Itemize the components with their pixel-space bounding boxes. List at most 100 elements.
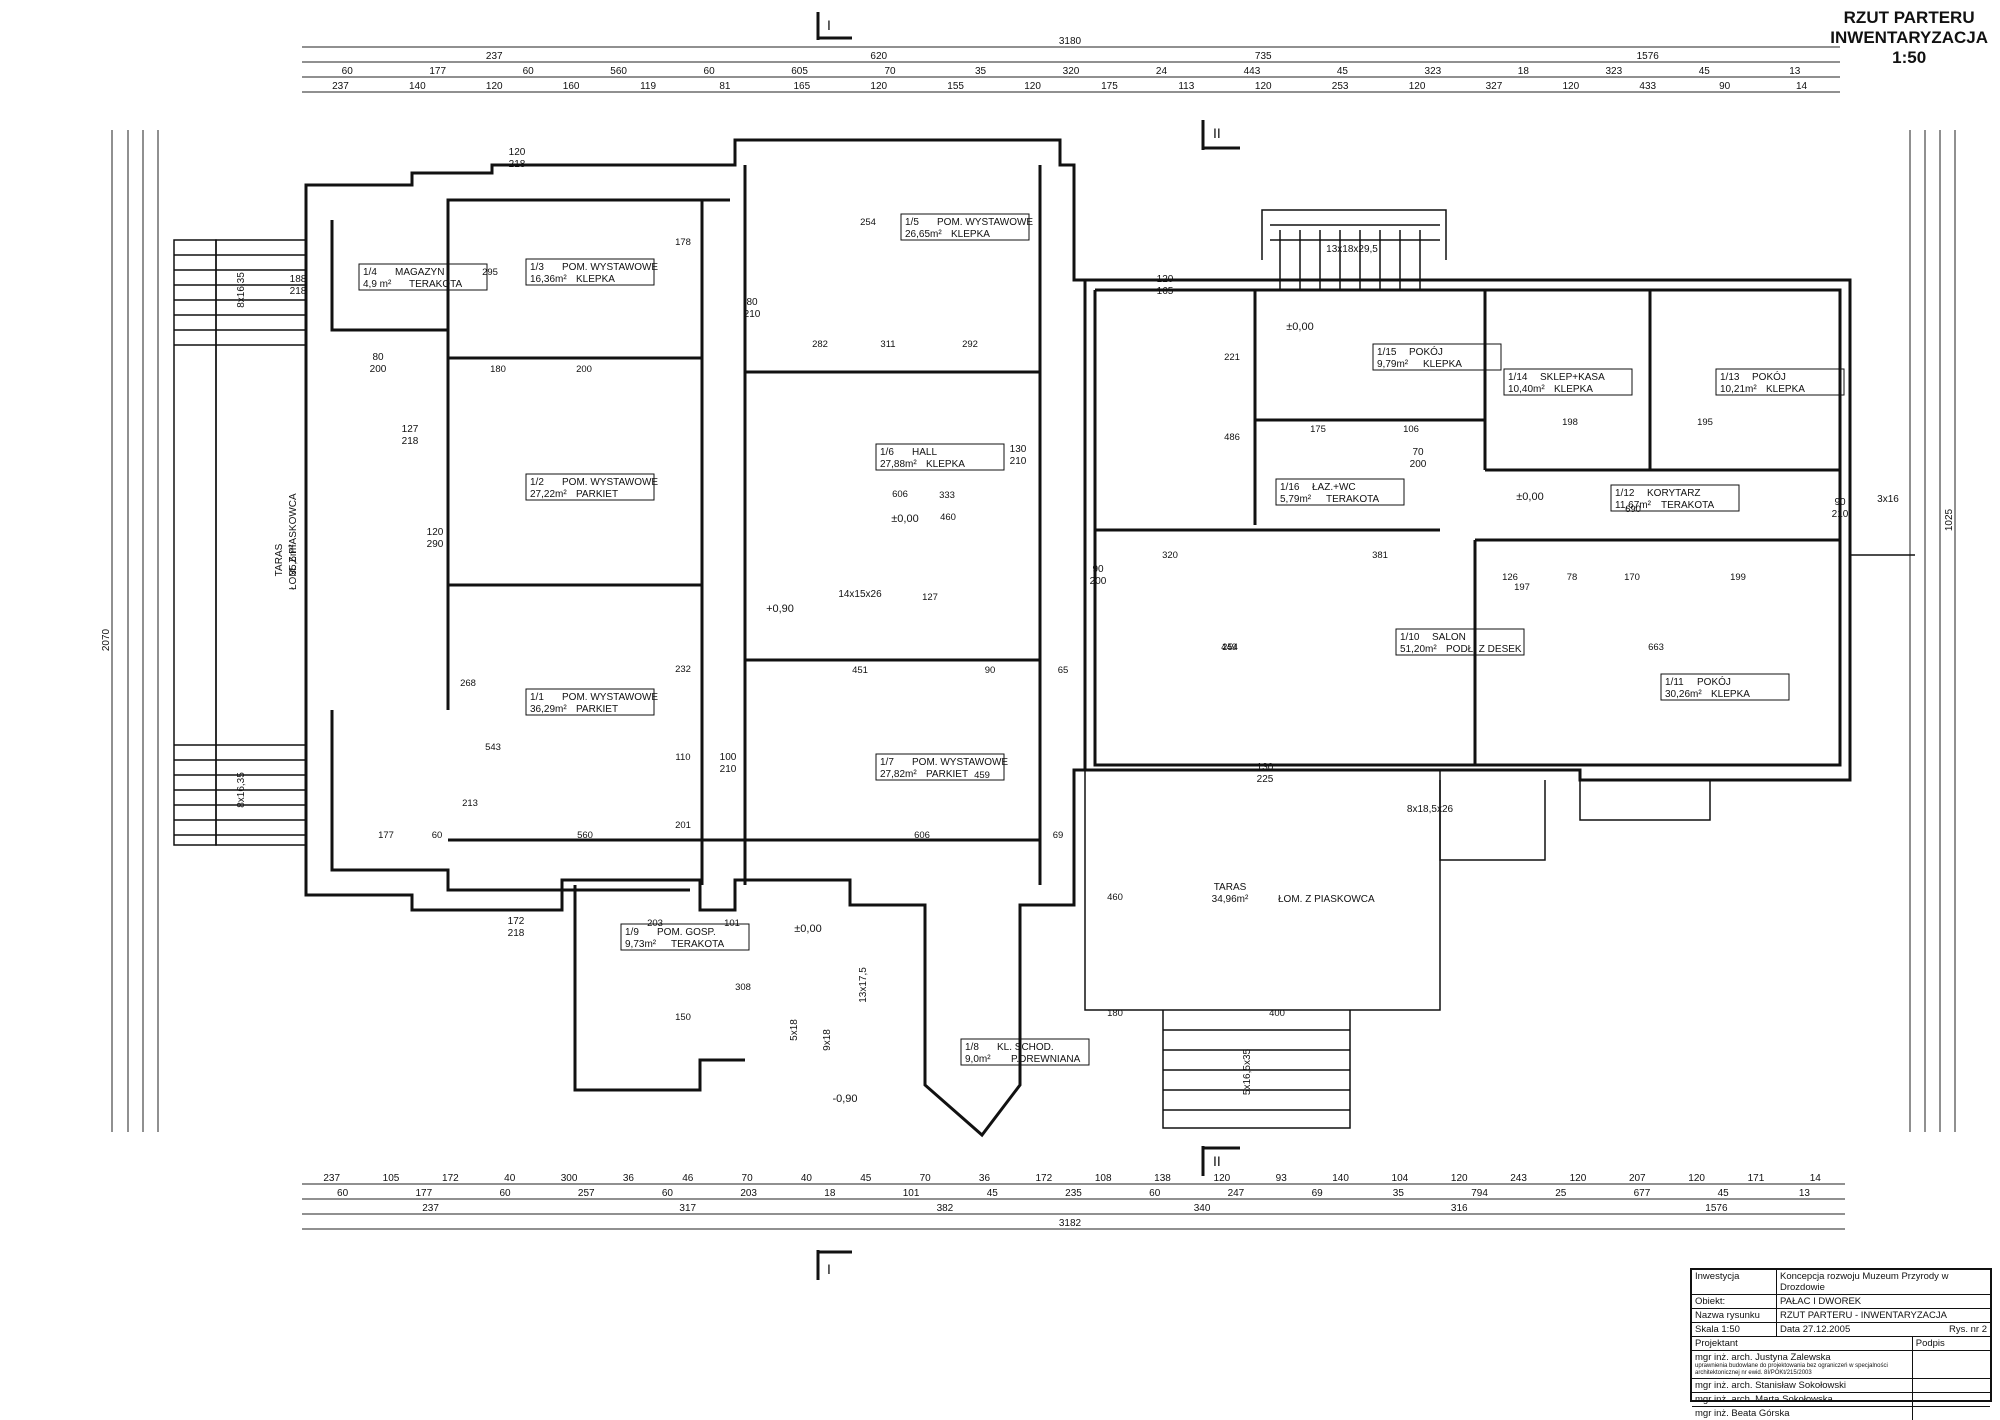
inner-dimension: 221 — [1224, 352, 1240, 363]
room-name: POKÓJ — [1409, 345, 1443, 358]
inner-dimension: 203 — [647, 918, 663, 929]
top-row3-label: 433 — [1639, 81, 1656, 92]
room-label-box — [960, 1038, 1090, 1066]
room-label-box — [358, 263, 488, 291]
inner-dimension: 460 — [1107, 892, 1123, 903]
inner-dimension: 543 — [485, 742, 501, 753]
room-code: 1/14 — [1508, 372, 1528, 383]
opening-height: 218 — [508, 928, 525, 939]
room-code: 1/10 — [1400, 632, 1420, 643]
object-value: PAŁAC I DWOREK — [1780, 1296, 1862, 1307]
room-code: 1/3 — [530, 262, 544, 273]
terrace-left-material: ŁOM. Z PIASKOWCA — [288, 493, 299, 590]
opening-width: 120 — [1157, 274, 1174, 285]
dim-left-total-label: 2070 — [101, 628, 112, 651]
terrace-label-left: TARAS 35,6m² ŁOM. Z PIASKOWCA — [274, 493, 299, 590]
top-row1-label: 620 — [870, 51, 887, 62]
opening-width: 120 — [427, 527, 444, 538]
room-name: POM. WYSTAWOWE — [562, 262, 658, 273]
top-row2-label: 323 — [1425, 66, 1442, 77]
top-row2-label: 45 — [1337, 66, 1349, 77]
top-row3-label: 90 — [1719, 81, 1731, 92]
bottom-row2-label: 25 — [1555, 1188, 1567, 1199]
room-area: 16,36m² — [530, 274, 567, 285]
inner-dimension: 106 — [1403, 424, 1419, 435]
dimension-lines — [111, 46, 1956, 1230]
bottom-row2-label: 60 — [499, 1188, 511, 1199]
room-label-box — [900, 213, 1030, 241]
room-name: POM. WYSTAWOWE — [562, 477, 658, 488]
inner-dimension: 110 — [675, 752, 690, 763]
inner-dimension: 460 — [940, 512, 956, 523]
outer-wall-right-wing — [1083, 278, 1852, 782]
bottom-row2-label: 35 — [1393, 1188, 1405, 1199]
stair-label: 5x16,5x35 — [1242, 1048, 1253, 1095]
room-code: 1/12 — [1615, 488, 1635, 499]
title-block-designer3: mgr inż. arch. Marta Sokołowska — [1692, 1393, 1990, 1407]
bottom-row1-label: 46 — [682, 1173, 694, 1184]
room-label-box — [620, 923, 750, 951]
room-area: 9,73m² — [625, 939, 657, 950]
bottom-row1-label: 120 — [1214, 1173, 1231, 1184]
designer3: mgr inż. arch. Marta Sokołowska — [1692, 1393, 1913, 1406]
opening-width: 100 — [720, 752, 737, 763]
room-code: 1/9 — [625, 927, 639, 938]
bottom-row1-label: 237 — [323, 1173, 340, 1184]
bottom-row2-label: 13 — [1799, 1188, 1811, 1199]
room-area: 51,20m² — [1400, 644, 1437, 655]
bottom-row1-label: 104 — [1392, 1173, 1409, 1184]
top-row2-label: 605 — [791, 66, 808, 77]
room-name: POM. GOSP. — [657, 927, 716, 938]
opening-width: 188 — [290, 274, 307, 285]
room-floor: TERAKOTA — [671, 939, 724, 950]
bottom-row2-label: 18 — [824, 1188, 836, 1199]
room-area: 27,82m² — [880, 769, 917, 780]
bottom-row3-label: 382 — [937, 1203, 954, 1214]
room-floor: KLEPKA — [1554, 384, 1593, 395]
date-label: Data 27.12.2005 — [1780, 1324, 1851, 1335]
heading-line1: RZUT PARTERU — [1843, 8, 1975, 27]
object-label: Obiekt: — [1692, 1295, 1777, 1308]
room-code: 1/7 — [880, 757, 894, 768]
top-row3-label: 119 — [640, 81, 656, 92]
inner-dimension: 78 — [1567, 572, 1578, 583]
inner-dimension: 178 — [675, 237, 691, 248]
room-name: POM. WYSTAWOWE — [912, 757, 1008, 768]
inner-dimension: 254 — [1222, 642, 1238, 653]
stair-label: 3x16 — [1877, 494, 1899, 505]
bottom-row1-label: 45 — [860, 1173, 872, 1184]
inner-dimension: 606 — [914, 830, 930, 841]
inner-dimension: 400 — [1269, 1008, 1285, 1019]
section-markers: I II II I — [816, 12, 1240, 1280]
level-marks: ±0,00±0,00±0,00±0,00+0,90-0,90 — [766, 321, 1544, 1105]
room-label-box — [1372, 343, 1502, 371]
inner-dimension: 560 — [577, 830, 593, 841]
opening-height: 200 — [1090, 576, 1107, 587]
stair-label: 9x18 — [822, 1029, 833, 1051]
stair-label: 13x18x29,5 — [1326, 244, 1378, 255]
opening-width: 120 — [509, 147, 526, 158]
inner-dimension: 213 — [462, 798, 478, 809]
opening-height: 210 — [720, 764, 737, 775]
opening-width: 80 — [746, 297, 758, 308]
room-label-box — [525, 473, 655, 501]
terrace-front-material: ŁOM. Z PIASKOWCA — [1278, 894, 1375, 905]
room-area: 26,65m² — [905, 229, 942, 240]
stair-label: 5x18 — [789, 1019, 800, 1041]
level-mark: ±0,00 — [1286, 321, 1313, 333]
bottom-row1-label: 36 — [623, 1173, 635, 1184]
inner-dimension: 451 — [852, 665, 868, 676]
title-block-meta: Skala 1:50 Data 27.12.2005 Rys. nr 2 — [1692, 1323, 1990, 1337]
opening-height: 165 — [1157, 286, 1174, 297]
svg-text:I: I — [827, 17, 831, 33]
